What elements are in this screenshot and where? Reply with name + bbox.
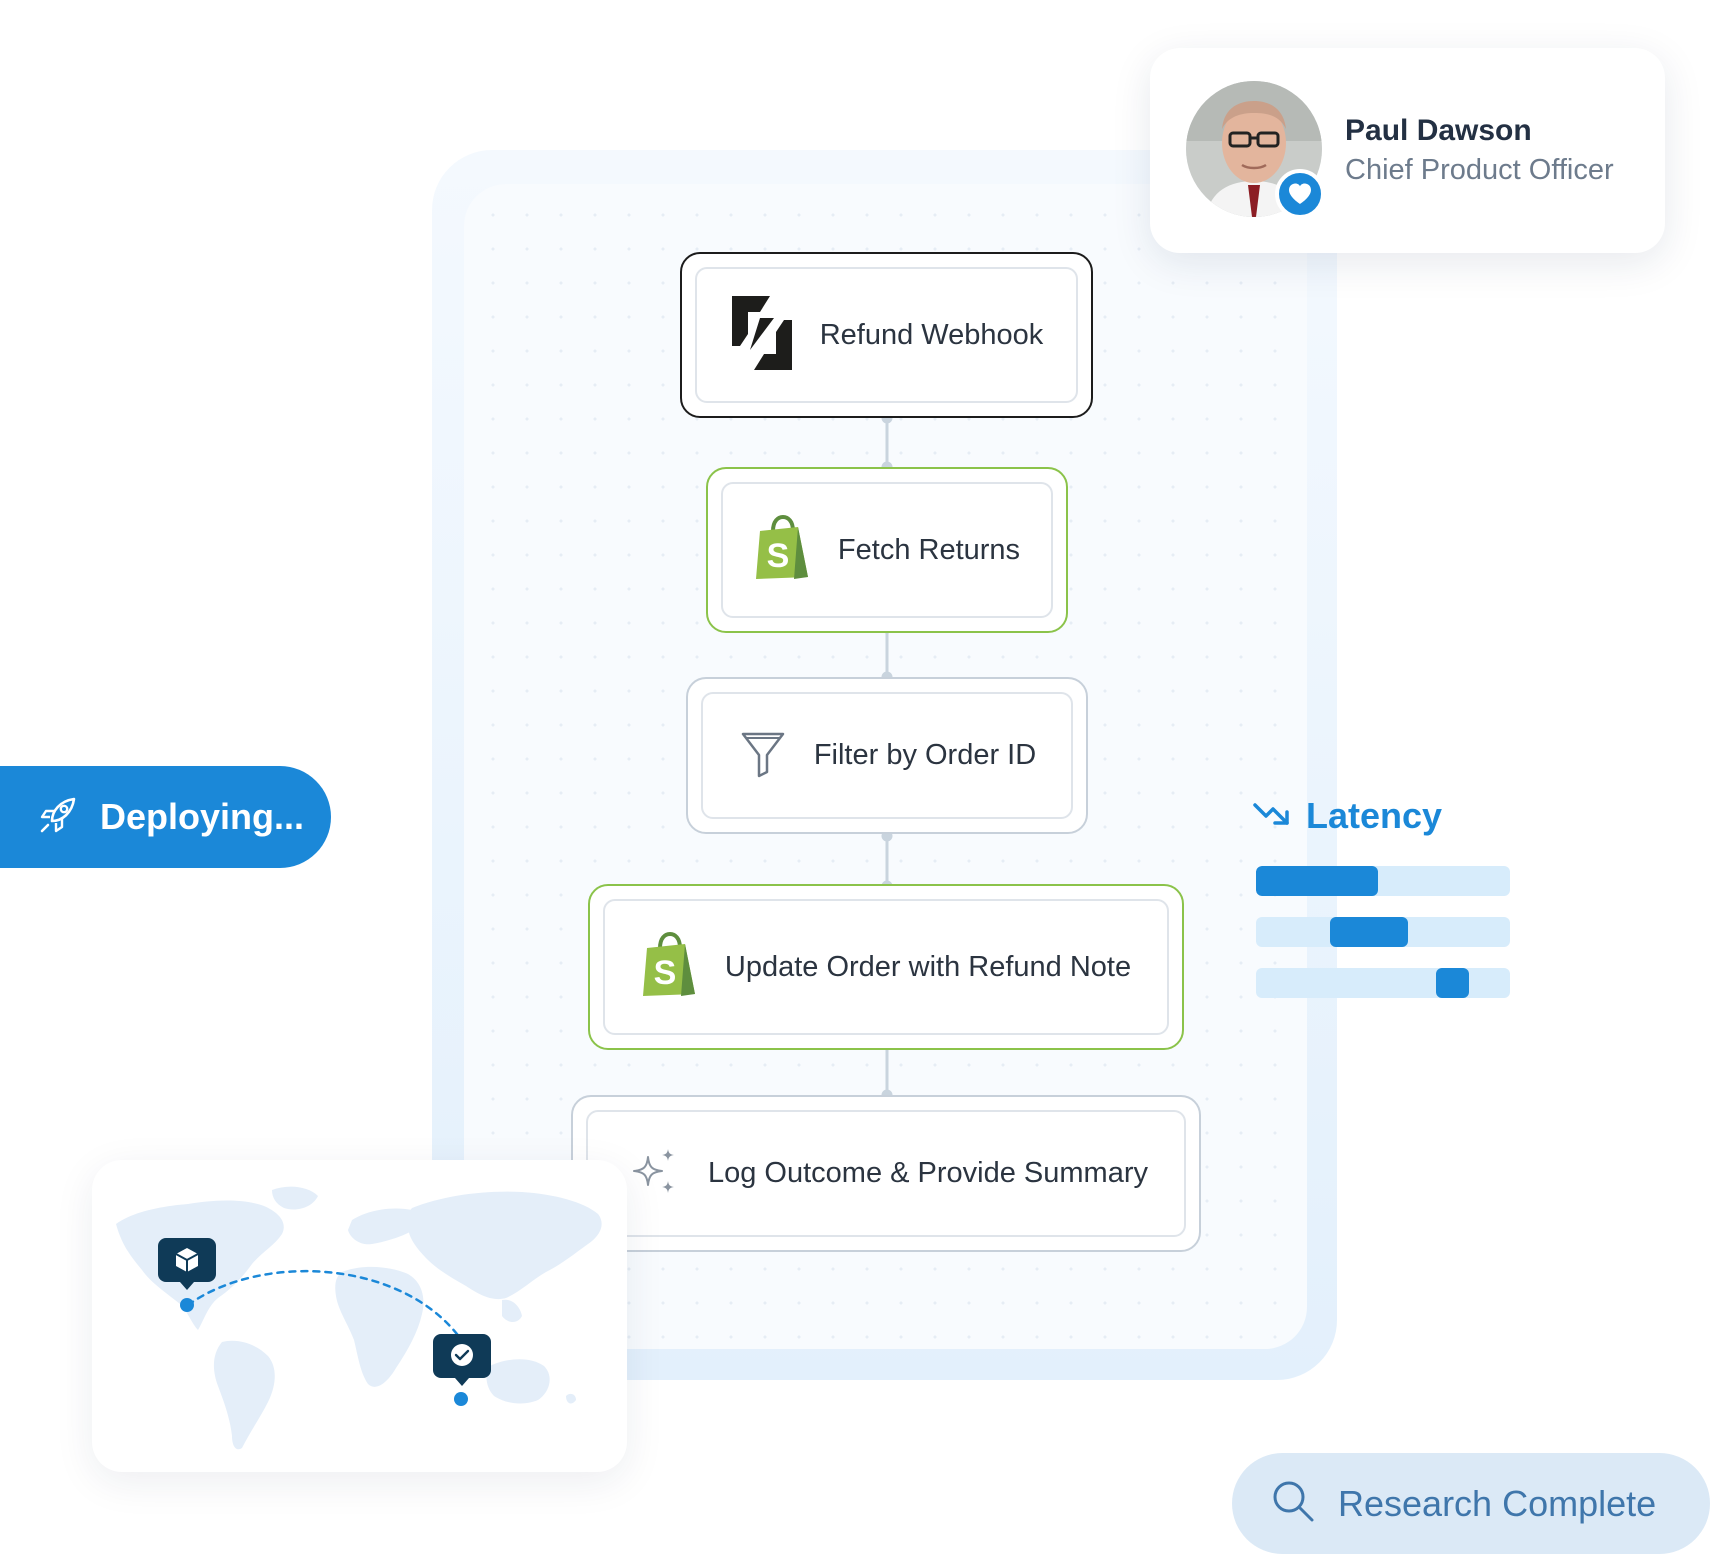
latency-label: Latency [1306,795,1443,836]
latency-bar-fill [1329,917,1409,947]
svg-text:S: S [767,537,790,575]
search-icon [1270,1478,1316,1529]
trending-down-icon [1252,799,1292,834]
heart-icon [1275,169,1325,219]
filter-funnel-icon [738,728,788,783]
latency-bar-3 [1256,968,1510,998]
deploy-label: Deploying... [100,796,305,837]
deploying-status-pill[interactable]: Deploying... [0,766,331,868]
latency-bar-2 [1256,917,1510,947]
node-label: Update Order with Refund Note [724,950,1132,983]
node-inner: S Update Order with Refund Note [603,899,1169,1035]
rocket-icon [38,795,78,840]
research-label: Research Complete [1338,1482,1657,1524]
svg-text:S: S [654,954,677,992]
check-icon [433,1334,491,1386]
node-inner: Filter by Order ID [701,692,1073,819]
workflow-node-fetch-returns[interactable]: S Fetch Returns [706,467,1068,633]
latency-bar-fill [1436,968,1470,998]
node-label: Refund Webhook [819,318,1044,351]
latency-header: Latency [1252,795,1442,837]
latency-bar-fill [1256,866,1378,896]
workflow-node-log-outcome[interactable]: Log Outcome & Provide Summary [571,1095,1201,1252]
node-inner: Refund Webhook [695,267,1078,403]
workflow-node-filter-by-order-id[interactable]: Filter by Order ID [686,677,1088,834]
node-inner: Log Outcome & Provide Summary [586,1110,1186,1237]
shipping-map-card [92,1160,627,1472]
node-label: Filter by Order ID [813,739,1037,771]
shopify-icon: S [641,931,699,1003]
sparkles-icon [630,1147,678,1200]
node-inner: S Fetch Returns [721,482,1053,618]
research-complete-pill[interactable]: Research Complete [1232,1453,1710,1554]
profile-role: Chief Product Officer [1345,154,1614,186]
profile-card: Paul Dawson Chief Product Officer [1150,48,1665,253]
node-label: Fetch Returns [837,533,1021,566]
node-label: Log Outcome & Provide Summary [707,1157,1148,1189]
profile-name: Paul Dawson [1345,114,1532,147]
workflow-node-refund-webhook[interactable]: Refund Webhook [680,252,1093,418]
shopify-icon: S [754,514,812,586]
latency-bar-1 [1256,866,1510,896]
workflow-node-update-order[interactable]: S Update Order with Refund Note [588,884,1184,1050]
world-map [116,1186,602,1450]
package-icon [158,1238,216,1290]
zap-webhook-icon [730,294,794,377]
